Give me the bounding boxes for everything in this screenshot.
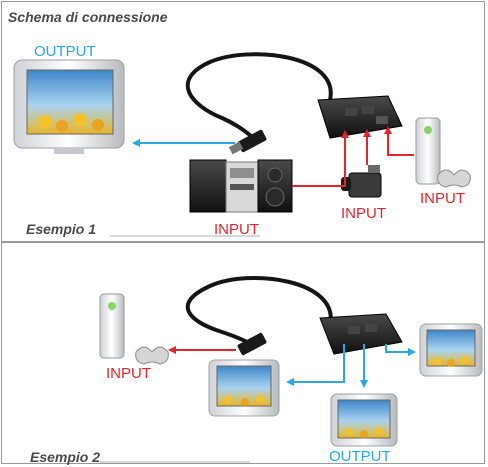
output-arrow-left-tv xyxy=(286,344,345,386)
game-console-icon xyxy=(415,117,471,188)
tv-icon xyxy=(13,59,125,154)
tv-icon xyxy=(419,323,483,377)
output-arrow-right-tv xyxy=(385,344,416,356)
input-arrow-console xyxy=(384,126,414,156)
diagram-title: Schema di connessione xyxy=(8,9,168,25)
input-label-camcorder: INPUT xyxy=(341,205,386,222)
output-label-2: OUTPUT xyxy=(329,448,391,465)
hdmi-switch-icon xyxy=(319,313,403,355)
stereo-system-icon xyxy=(189,159,293,213)
hdmi-cable-icon xyxy=(185,52,333,155)
example-caption-2: Esempio 2 xyxy=(30,449,101,465)
input-arrow-stereo xyxy=(292,130,349,187)
game-console-icon xyxy=(99,293,169,365)
input-label-console: INPUT xyxy=(420,190,465,207)
hdmi-cable-icon xyxy=(185,275,333,356)
output-label: OUTPUT xyxy=(34,43,96,60)
tv-icon xyxy=(330,393,398,447)
tv-icon xyxy=(208,359,280,417)
camcorder-icon xyxy=(341,165,382,198)
input-label-console-2: INPUT xyxy=(106,365,151,382)
input-label-stereo: INPUT xyxy=(214,221,259,238)
hdmi-switch-icon xyxy=(317,95,403,139)
example-caption-1: Esempio 1 xyxy=(26,221,97,237)
